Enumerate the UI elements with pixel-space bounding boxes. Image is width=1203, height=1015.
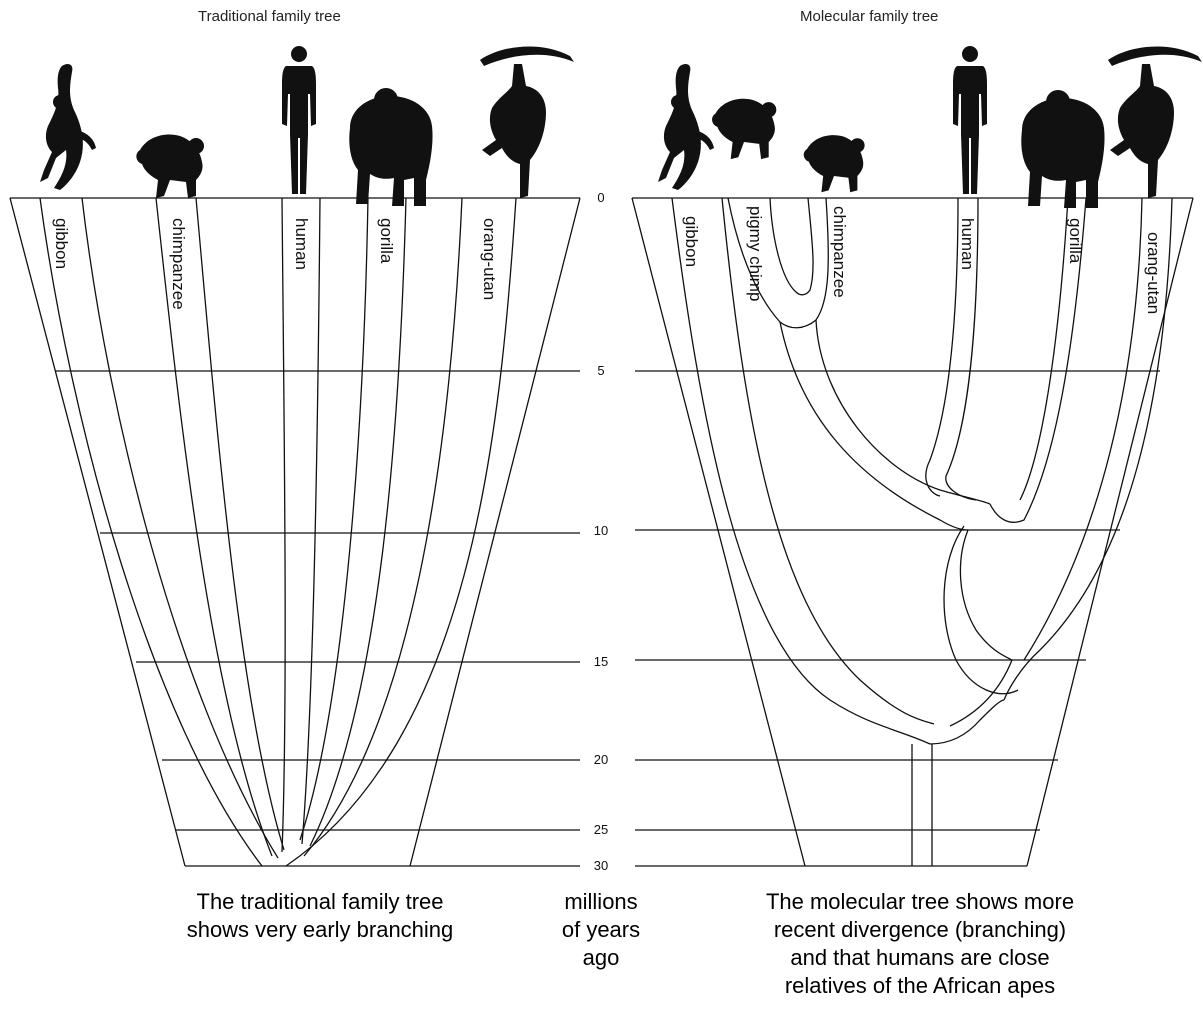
- human-icon: [282, 46, 316, 194]
- molecular-species-labels: gibbon pigmy chimp chimpanzee human gori…: [682, 206, 1163, 314]
- molecular-caption: The molecular tree shows more recent div…: [700, 888, 1140, 1000]
- label-chimpanzee-molecular: chimpanzee: [830, 206, 849, 298]
- label-human-molecular: human: [958, 218, 977, 270]
- molecular-caption-line-4: relatives of the African apes: [700, 972, 1140, 1000]
- time-unit-line-2: of years: [540, 916, 662, 944]
- label-orang-utan-traditional: orang-utan: [480, 218, 499, 300]
- molecular-tree: [632, 198, 1193, 866]
- gibbon-icon: [658, 64, 714, 190]
- molecular-silhouettes: [658, 46, 1202, 208]
- molecular-caption-line-1: The molecular tree shows more: [700, 888, 1140, 916]
- tick-25: 25: [594, 822, 608, 837]
- time-unit-line-1: millions: [540, 888, 662, 916]
- label-chimpanzee-traditional: chimpanzee: [169, 218, 188, 310]
- orang-utan-icon: [480, 46, 574, 198]
- gorilla-icon: [349, 88, 432, 206]
- label-pigmy-chimp-molecular: pigmy chimp: [746, 206, 765, 301]
- gibbon-icon: [40, 64, 96, 190]
- time-unit-caption: millions of years ago: [540, 888, 662, 972]
- tick-20: 20: [594, 752, 608, 767]
- tick-0: 0: [597, 190, 604, 205]
- label-human-traditional: human: [292, 218, 311, 270]
- orang-utan-icon: [1108, 46, 1202, 198]
- label-gibbon-molecular: gibbon: [682, 216, 701, 267]
- traditional-caption: The traditional family tree shows very e…: [110, 888, 530, 944]
- label-orang-utan-molecular: orang-utan: [1144, 232, 1163, 314]
- tick-5: 5: [597, 363, 604, 378]
- label-gorilla-traditional: gorilla: [377, 218, 396, 264]
- chimpanzee-icon: [136, 135, 204, 198]
- gorilla-icon: [1021, 90, 1104, 208]
- traditional-caption-line-2: shows very early branching: [110, 916, 530, 944]
- chimpanzee-icon: [804, 135, 865, 192]
- label-gibbon-traditional: gibbon: [52, 218, 71, 269]
- human-icon: [953, 46, 987, 194]
- pigmy-chimp-icon: [712, 99, 776, 159]
- molecular-caption-line-2: recent divergence (branching): [700, 916, 1140, 944]
- traditional-silhouettes: [40, 46, 574, 206]
- tick-30: 30: [594, 858, 608, 873]
- tick-15: 15: [594, 654, 608, 669]
- time-unit-line-3: ago: [540, 944, 662, 972]
- traditional-species-labels: gibbon chimpanzee human gorilla orang-ut…: [52, 218, 499, 310]
- tick-10: 10: [594, 523, 608, 538]
- molecular-caption-line-3: and that humans are close: [700, 944, 1140, 972]
- label-gorilla-molecular: gorilla: [1066, 218, 1085, 264]
- time-axis: 0 5 10 15 20 25 30: [594, 190, 608, 873]
- traditional-caption-line-1: The traditional family tree: [110, 888, 530, 916]
